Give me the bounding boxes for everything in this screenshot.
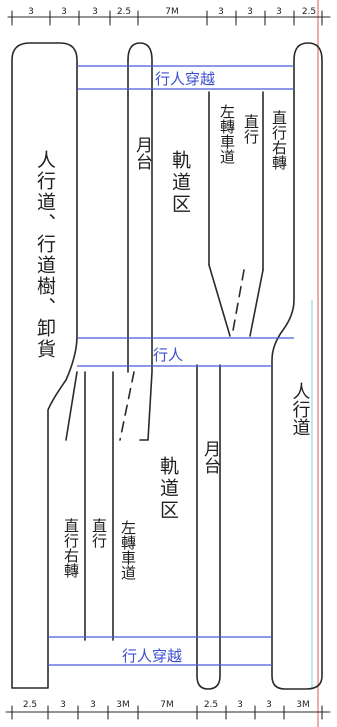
top-crossing-label: 行人穿越	[155, 70, 215, 88]
right-sidewalk-label: 人行道	[290, 382, 311, 436]
upper-lane-taper-2	[249, 269, 264, 337]
bottom-dimension-line	[5, 705, 331, 720]
lower-straight-label: 直行	[90, 518, 108, 549]
top-dim-label-8: 3	[276, 7, 282, 17]
top-crosswalk	[77, 65, 294, 90]
bottom-dim-label-3: 3	[90, 700, 96, 710]
bottom-dim-label-7: 3	[237, 700, 243, 710]
upper-straight-label: 直行	[242, 114, 260, 145]
bottom-dim-label-1: 2.5	[23, 700, 37, 710]
lower-left-turn-label: 左轉車道	[119, 520, 137, 580]
top-dim-label-4: 2.5	[117, 7, 131, 17]
upper-platform-label: 月台	[132, 136, 153, 170]
lower-platform-outline	[196, 364, 221, 690]
lower-lane-dashed	[119, 371, 135, 441]
top-dim-label-6: 3	[218, 7, 224, 17]
lower-lane-taper-1	[65, 371, 78, 441]
upper-track-label: 軌道区	[169, 150, 191, 216]
bottom-dim-label-8: 3	[266, 700, 272, 710]
top-dim-label-5: 7M	[165, 7, 179, 17]
bottom-crosswalk	[48, 636, 272, 666]
left-sidewalk-outline	[11, 42, 78, 689]
right-sidewalk-outline	[271, 42, 323, 690]
upper-lane-dashed	[231, 269, 245, 337]
top-dim-label-1: 3	[28, 7, 34, 17]
top-dim-label-2: 3	[61, 7, 67, 17]
middle-crossing-label: 行人	[153, 346, 183, 364]
bottom-dim-label-6: 2.5	[204, 700, 218, 710]
bottom-crossing-label: 行人穿越	[122, 647, 182, 665]
left-sidewalk-label: 人行道、行道樹、卸貨	[34, 150, 56, 360]
top-dimension-line	[7, 10, 331, 26]
upper-lane-taper-1	[208, 264, 231, 337]
bottom-dim-label-5: 7M	[160, 700, 174, 710]
bottom-dim-label-2: 3	[60, 700, 66, 710]
bottom-dim-label-9: 3M	[296, 700, 310, 710]
upper-straight-right-label: 直行右轉	[270, 110, 288, 170]
upper-left-turn-label: 左轉車道	[218, 104, 236, 164]
upper-platform-outline	[127, 42, 153, 441]
top-dim-label-3: 3	[92, 7, 98, 17]
lower-platform-label: 月台	[200, 440, 221, 474]
top-dim-label-9: 2.5	[302, 7, 316, 17]
lower-track-label: 軌道区	[157, 456, 179, 522]
lower-straight-right-label: 直行右轉	[62, 518, 80, 578]
top-dim-label-7: 3	[247, 7, 253, 17]
middle-crosswalk	[77, 337, 294, 367]
bottom-dim-label-4: 3M	[116, 700, 130, 710]
